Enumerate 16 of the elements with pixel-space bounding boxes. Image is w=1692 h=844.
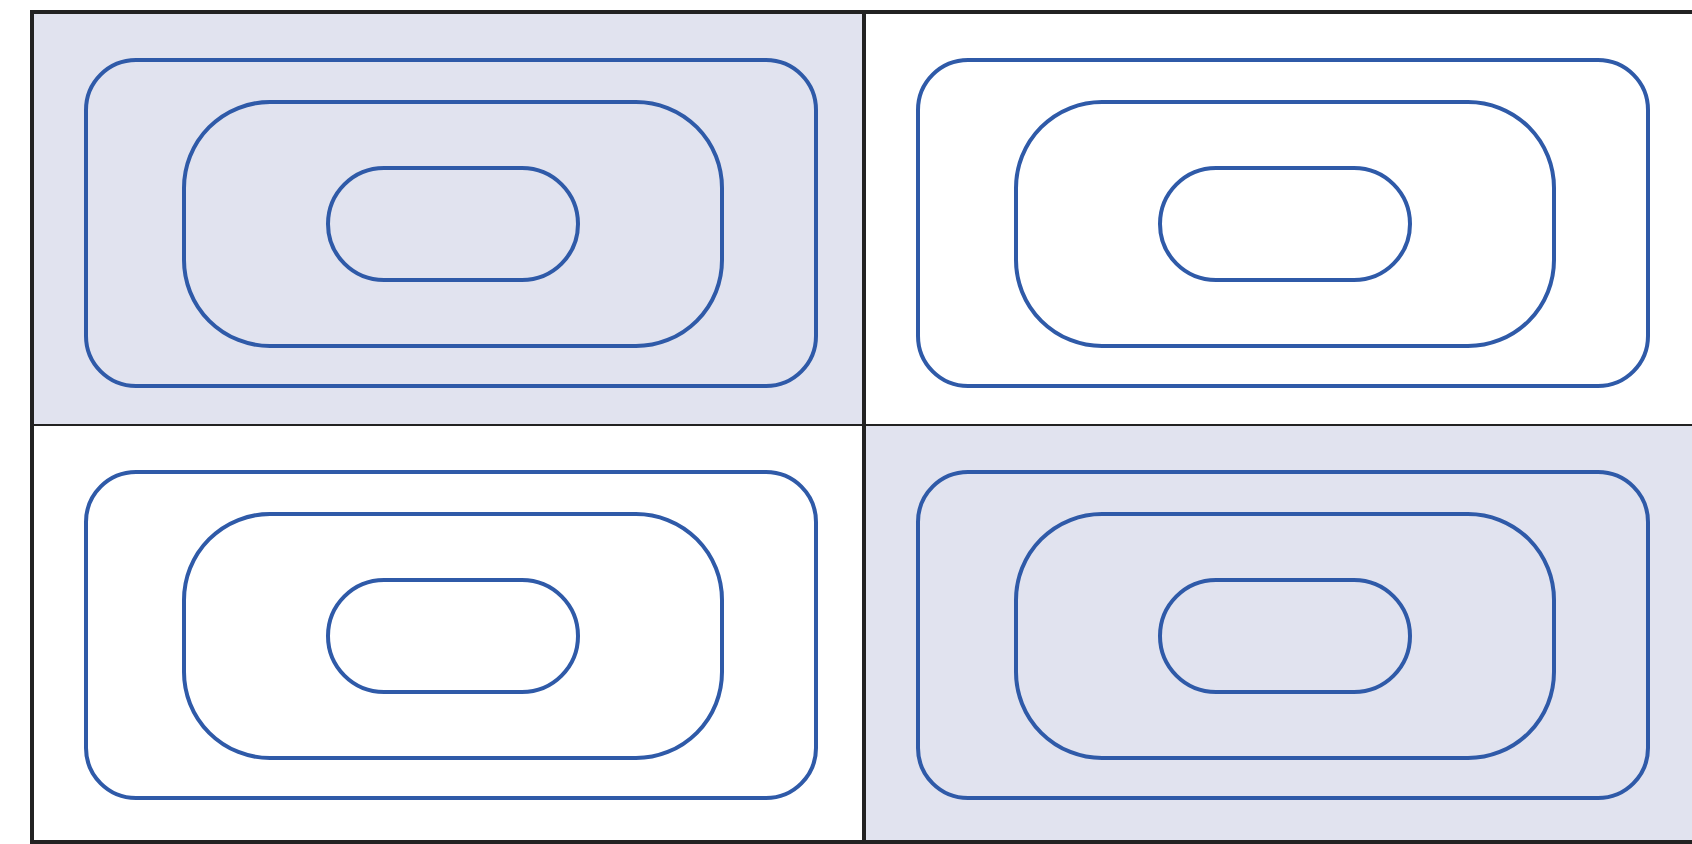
inner-pill-outline bbox=[326, 578, 580, 694]
grid-panel bbox=[866, 10, 1692, 428]
grid-panel bbox=[30, 426, 866, 844]
middle-rounded-outline bbox=[1014, 512, 1556, 760]
grid-panel bbox=[866, 426, 1692, 844]
inner-pill-outline bbox=[326, 166, 580, 282]
inner-pill-outline bbox=[1158, 578, 1412, 694]
grid-panel bbox=[30, 10, 866, 428]
middle-rounded-outline bbox=[1014, 100, 1556, 348]
outer-rounded-outline bbox=[916, 58, 1650, 388]
outer-rounded-outline bbox=[84, 470, 818, 800]
middle-rounded-outline bbox=[182, 512, 724, 760]
inner-pill-outline bbox=[1158, 166, 1412, 282]
outer-rounded-outline bbox=[916, 470, 1650, 800]
middle-rounded-outline bbox=[182, 100, 724, 348]
outer-rounded-outline bbox=[84, 58, 818, 388]
